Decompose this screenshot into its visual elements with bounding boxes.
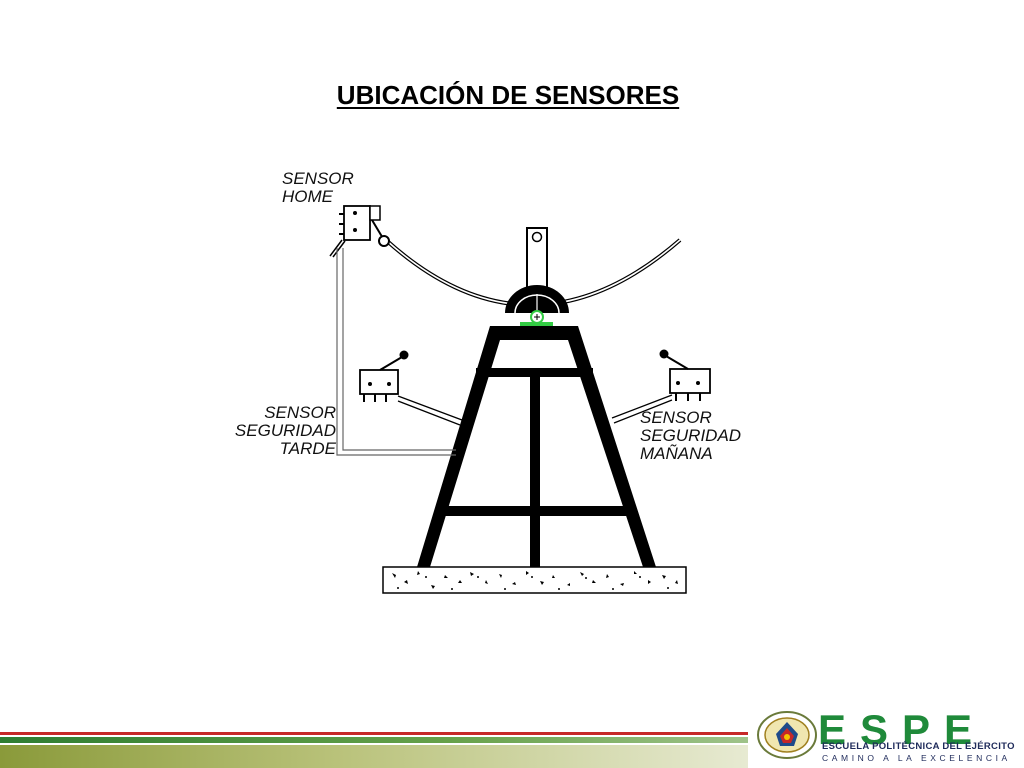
label-line: SEGURIDAD bbox=[640, 426, 742, 445]
label-line: TARDE bbox=[279, 439, 336, 458]
label-sensor-seguridad-tarde: SENSOR SEGURIDAD TARDE bbox=[216, 404, 336, 458]
brand-institution-name: ESCUELA POLITÉCNICA DEL EJÉRCITO bbox=[822, 741, 1015, 752]
institution-seal bbox=[757, 711, 817, 759]
tower-frame bbox=[417, 326, 656, 567]
slide-title: UBICACIÓN DE SENSORES bbox=[336, 80, 680, 110]
panel-mast bbox=[526, 227, 548, 293]
label-line: SENSOR bbox=[282, 169, 354, 188]
footer-green-band bbox=[0, 737, 748, 743]
label-line: SEGURIDAD bbox=[234, 421, 336, 440]
label-sensor-home: SENSOR HOME bbox=[282, 170, 354, 206]
label-line: SENSOR bbox=[640, 408, 712, 427]
tower-upper-crossbar bbox=[476, 368, 593, 377]
tower-center-post bbox=[530, 372, 540, 567]
tower-lower-crossbar bbox=[440, 506, 630, 516]
foundation-block bbox=[382, 566, 687, 594]
brand-logo-espe: ESPE bbox=[818, 706, 987, 753]
brand-motto: CAMINO A LA EXCELENCIA bbox=[822, 753, 1011, 763]
label-line: MAÑANA bbox=[640, 444, 713, 463]
home-limit-switch bbox=[329, 205, 390, 258]
label-sensor-seguridad-manana: SENSOR SEGURIDAD MAÑANA bbox=[640, 409, 741, 463]
home-sensor-cable bbox=[336, 248, 456, 456]
footer bbox=[0, 700, 1024, 768]
tarde-limit-switch bbox=[359, 350, 463, 426]
footer-red-line bbox=[0, 732, 748, 735]
pivot-hub bbox=[505, 285, 569, 326]
manana-limit-switch bbox=[611, 349, 711, 424]
label-line: HOME bbox=[282, 187, 333, 206]
footer-olive-band bbox=[0, 745, 748, 768]
label-line: SENSOR bbox=[264, 403, 336, 422]
sensor-location-diagram bbox=[329, 205, 711, 594]
